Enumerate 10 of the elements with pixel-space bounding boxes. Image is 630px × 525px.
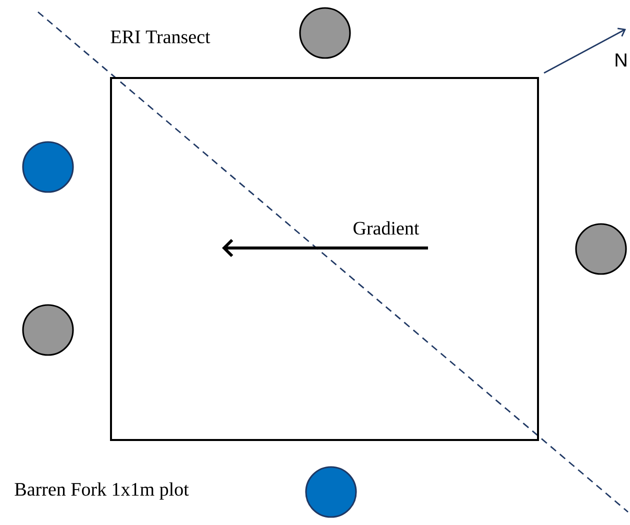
transect-label: ERI Transect <box>110 30 210 44</box>
sample-circle <box>22 304 74 356</box>
plot-square <box>110 77 539 441</box>
plot-label: Barren Fork 1x1m plot <box>14 482 189 500</box>
sample-circle <box>575 223 627 275</box>
sample-circle <box>299 7 351 59</box>
gradient-label: Gradient <box>354 221 420 235</box>
sample-circle <box>305 466 357 518</box>
sample-circle <box>22 141 74 193</box>
north-label: N <box>616 53 626 67</box>
